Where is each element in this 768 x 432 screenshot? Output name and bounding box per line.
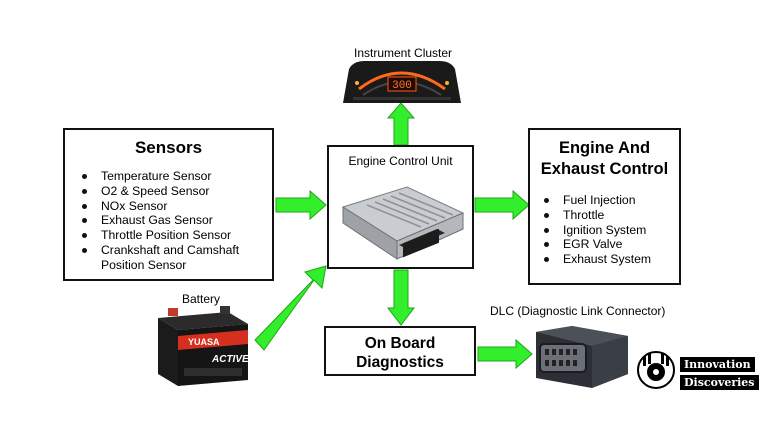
list-item: Crankshaft and Camshaft Position Sensor — [79, 243, 269, 273]
obd-title: On Board Diagnostics — [356, 335, 444, 371]
list-item: Throttle — [541, 208, 679, 223]
battery-product: ACTIVE — [211, 354, 249, 365]
list-item: Throttle Position Sensor — [79, 228, 269, 243]
list-item: Ignition System — [541, 223, 679, 238]
arrow-obd-to-dlc — [477, 338, 533, 370]
obd-box: On Board Diagnostics — [324, 326, 476, 376]
ecu-box: Engine Control Unit — [327, 145, 474, 269]
sensors-list: Temperature Sensor O2 & Speed Sensor NOx… — [79, 169, 269, 273]
arrow-ecu-to-obd — [386, 269, 416, 326]
list-item: Exhaust Gas Sensor — [79, 213, 269, 228]
arrow-ecu-to-engine — [474, 189, 530, 221]
cluster-speed-readout: 300 — [392, 80, 412, 92]
arrow-battery-to-ecu — [254, 265, 327, 351]
battery-image: YUASA ACTIVE — [152, 304, 252, 388]
logo-line-1: Innovation — [680, 357, 755, 372]
dlc-image — [532, 322, 632, 392]
instrument-cluster-label: Instrument Cluster — [354, 46, 453, 60]
list-item: NOx Sensor — [79, 199, 269, 214]
list-item: Fuel Injection — [541, 193, 679, 208]
engine-exhaust-title: Engine And Exhaust Control — [540, 139, 669, 178]
instrument-cluster-image: 300 — [339, 59, 465, 105]
engine-exhaust-list: Fuel Injection Throttle Ignition System … — [541, 193, 679, 267]
battery-brand: YUASA — [188, 337, 220, 347]
list-item: Exhaust System — [541, 252, 679, 267]
logo-wordmark: Innovation Discoveries — [680, 355, 759, 391]
list-item: O2 & Speed Sensor — [79, 184, 269, 199]
sensors-box: Sensors Temperature Sensor O2 & Speed Se… — [63, 128, 274, 281]
ecu-title: Engine Control Unit — [348, 154, 453, 168]
arrow-sensors-to-ecu — [275, 189, 327, 221]
list-item: EGR Valve — [541, 237, 679, 252]
sensors-title: Sensors — [134, 138, 203, 157]
list-item: Temperature Sensor — [79, 169, 269, 184]
logo-emblem — [634, 350, 678, 390]
ecu-image — [337, 183, 467, 265]
battery-label: Battery — [182, 292, 221, 306]
dlc-label: DLC (Diagnostic Link Connector) — [490, 304, 666, 318]
logo-line-2: Discoveries — [680, 375, 759, 390]
engine-exhaust-box: Engine And Exhaust Control Fuel Injectio… — [528, 128, 681, 285]
arrow-ecu-to-cluster — [386, 102, 416, 146]
